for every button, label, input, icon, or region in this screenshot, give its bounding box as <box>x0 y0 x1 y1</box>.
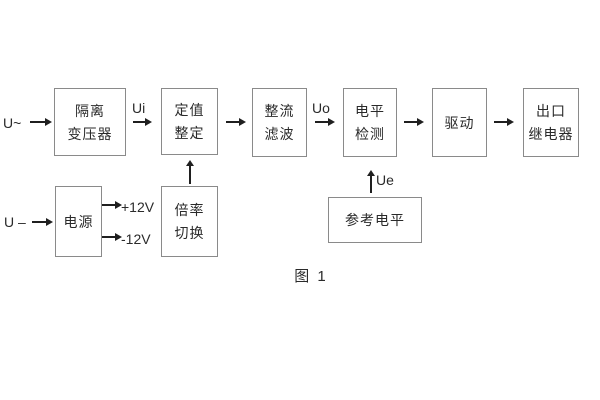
block-text: 电源 <box>63 213 94 230</box>
label-ui-signal: Ui <box>132 100 146 116</box>
block-text: 参考电平 <box>345 212 405 228</box>
label-minus12v: -12V <box>121 231 151 247</box>
arrow-uo-signal <box>315 118 335 125</box>
label-ue-signal: Ue <box>376 172 394 188</box>
block-text: 变压器 <box>67 125 113 142</box>
arrow-level-to-driver <box>404 118 424 125</box>
block-text: 出口 <box>536 103 566 119</box>
block-ratio-switch: 倍率 切换 <box>161 186 218 257</box>
block-text: 驱动 <box>444 114 475 131</box>
arrow-driver-to-relay <box>494 118 514 125</box>
arrow-dc-input <box>32 218 53 225</box>
block-text: 检测 <box>355 126 385 142</box>
block-text: 倍率 <box>174 202 205 218</box>
label-plus12v: +12V <box>121 199 155 215</box>
label-uo-signal: Uo <box>312 100 330 116</box>
block-text: 整流 <box>264 103 295 119</box>
block-setpoint-adjust: 定值 整定 <box>161 88 218 155</box>
arrow-ratio-to-setpoint <box>186 160 193 184</box>
block-text: 滤波 <box>264 126 295 142</box>
block-isolation-transformer: 隔离 变压器 <box>54 88 126 156</box>
figure-caption: 图 1 <box>294 268 328 285</box>
arrow-ac-input <box>30 118 52 125</box>
arrow-ui-signal <box>133 118 152 125</box>
block-text: 电平 <box>355 103 385 119</box>
label-ac-input: U~ <box>3 115 22 131</box>
block-text: 切换 <box>174 225 205 241</box>
block-text: 定值 <box>174 102 205 118</box>
block-driver: 驱动 <box>432 88 487 157</box>
block-level-detector: 电平 检测 <box>343 88 397 157</box>
label-dc-input: U – <box>4 214 26 230</box>
arrow-ue-reference <box>367 170 374 193</box>
block-power-supply: 电源 <box>55 186 102 257</box>
arrow-setpoint-to-rectifier <box>226 118 246 125</box>
block-output-relay: 出口 继电器 <box>523 88 579 157</box>
block-reference-level: 参考电平 <box>328 197 422 243</box>
arrow-plus12v-rail <box>102 201 122 208</box>
block-text: 整定 <box>174 125 205 141</box>
block-text: 继电器 <box>528 126 574 142</box>
arrow-minus12v-rail <box>102 233 122 240</box>
block-text: 隔离 <box>75 102 105 119</box>
block-rectifier-filter: 整流 滤波 <box>252 88 307 157</box>
